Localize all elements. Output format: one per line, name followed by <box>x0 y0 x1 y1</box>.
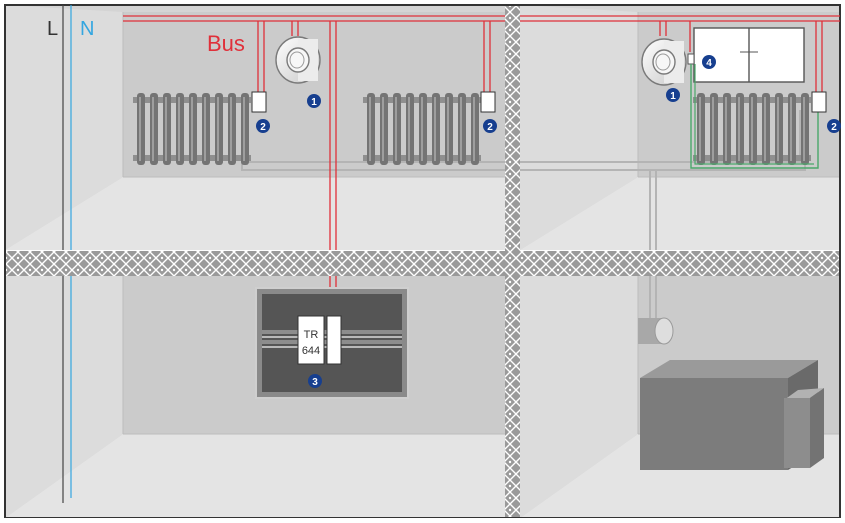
marker-4-upper-right: 4 <box>702 55 716 69</box>
valve-actuator-icon <box>480 91 496 113</box>
distribution-board: TR 644 <box>255 287 409 399</box>
line-label-n: N <box>80 18 94 40</box>
bus-label: Bus <box>207 31 245 56</box>
marker-2-upper-right: 2 <box>827 119 841 133</box>
valve-actuator-icon <box>251 91 267 113</box>
valve-actuator-icon <box>811 91 827 113</box>
svg-text:3: 3 <box>312 377 318 388</box>
marker-3-lower-left: 3 <box>308 374 322 388</box>
radiator-icon <box>693 93 811 165</box>
marker-1-upper-right: 1 <box>666 88 680 102</box>
svg-text:1: 1 <box>311 97 317 108</box>
room-thermostat-icon <box>275 36 321 84</box>
power-lines <box>62 5 72 503</box>
radiator-icon <box>363 93 481 165</box>
device-label-644: 644 <box>302 345 320 357</box>
marker-1-upper-left: 1 <box>307 94 321 108</box>
boiler-icon <box>638 317 824 470</box>
tr644-device <box>297 315 325 365</box>
room-thermostat-icon <box>641 38 687 86</box>
window-sensor-wire <box>690 64 819 169</box>
marker-2-upper-left-b: 2 <box>483 119 497 133</box>
radiator-icon <box>133 93 251 165</box>
svg-text:2: 2 <box>487 122 493 133</box>
svg-text:4: 4 <box>706 58 712 69</box>
window-contact-icon <box>687 53 695 65</box>
marker-2-upper-left-a: 2 <box>256 119 270 133</box>
bus-wiring <box>123 15 840 330</box>
floor-slab <box>5 251 840 276</box>
svg-text:2: 2 <box>831 122 837 133</box>
line-label-l: L <box>47 18 58 40</box>
svg-text:2: 2 <box>260 122 266 133</box>
device-label-tr: TR <box>304 329 319 341</box>
svg-text:1: 1 <box>670 91 676 102</box>
